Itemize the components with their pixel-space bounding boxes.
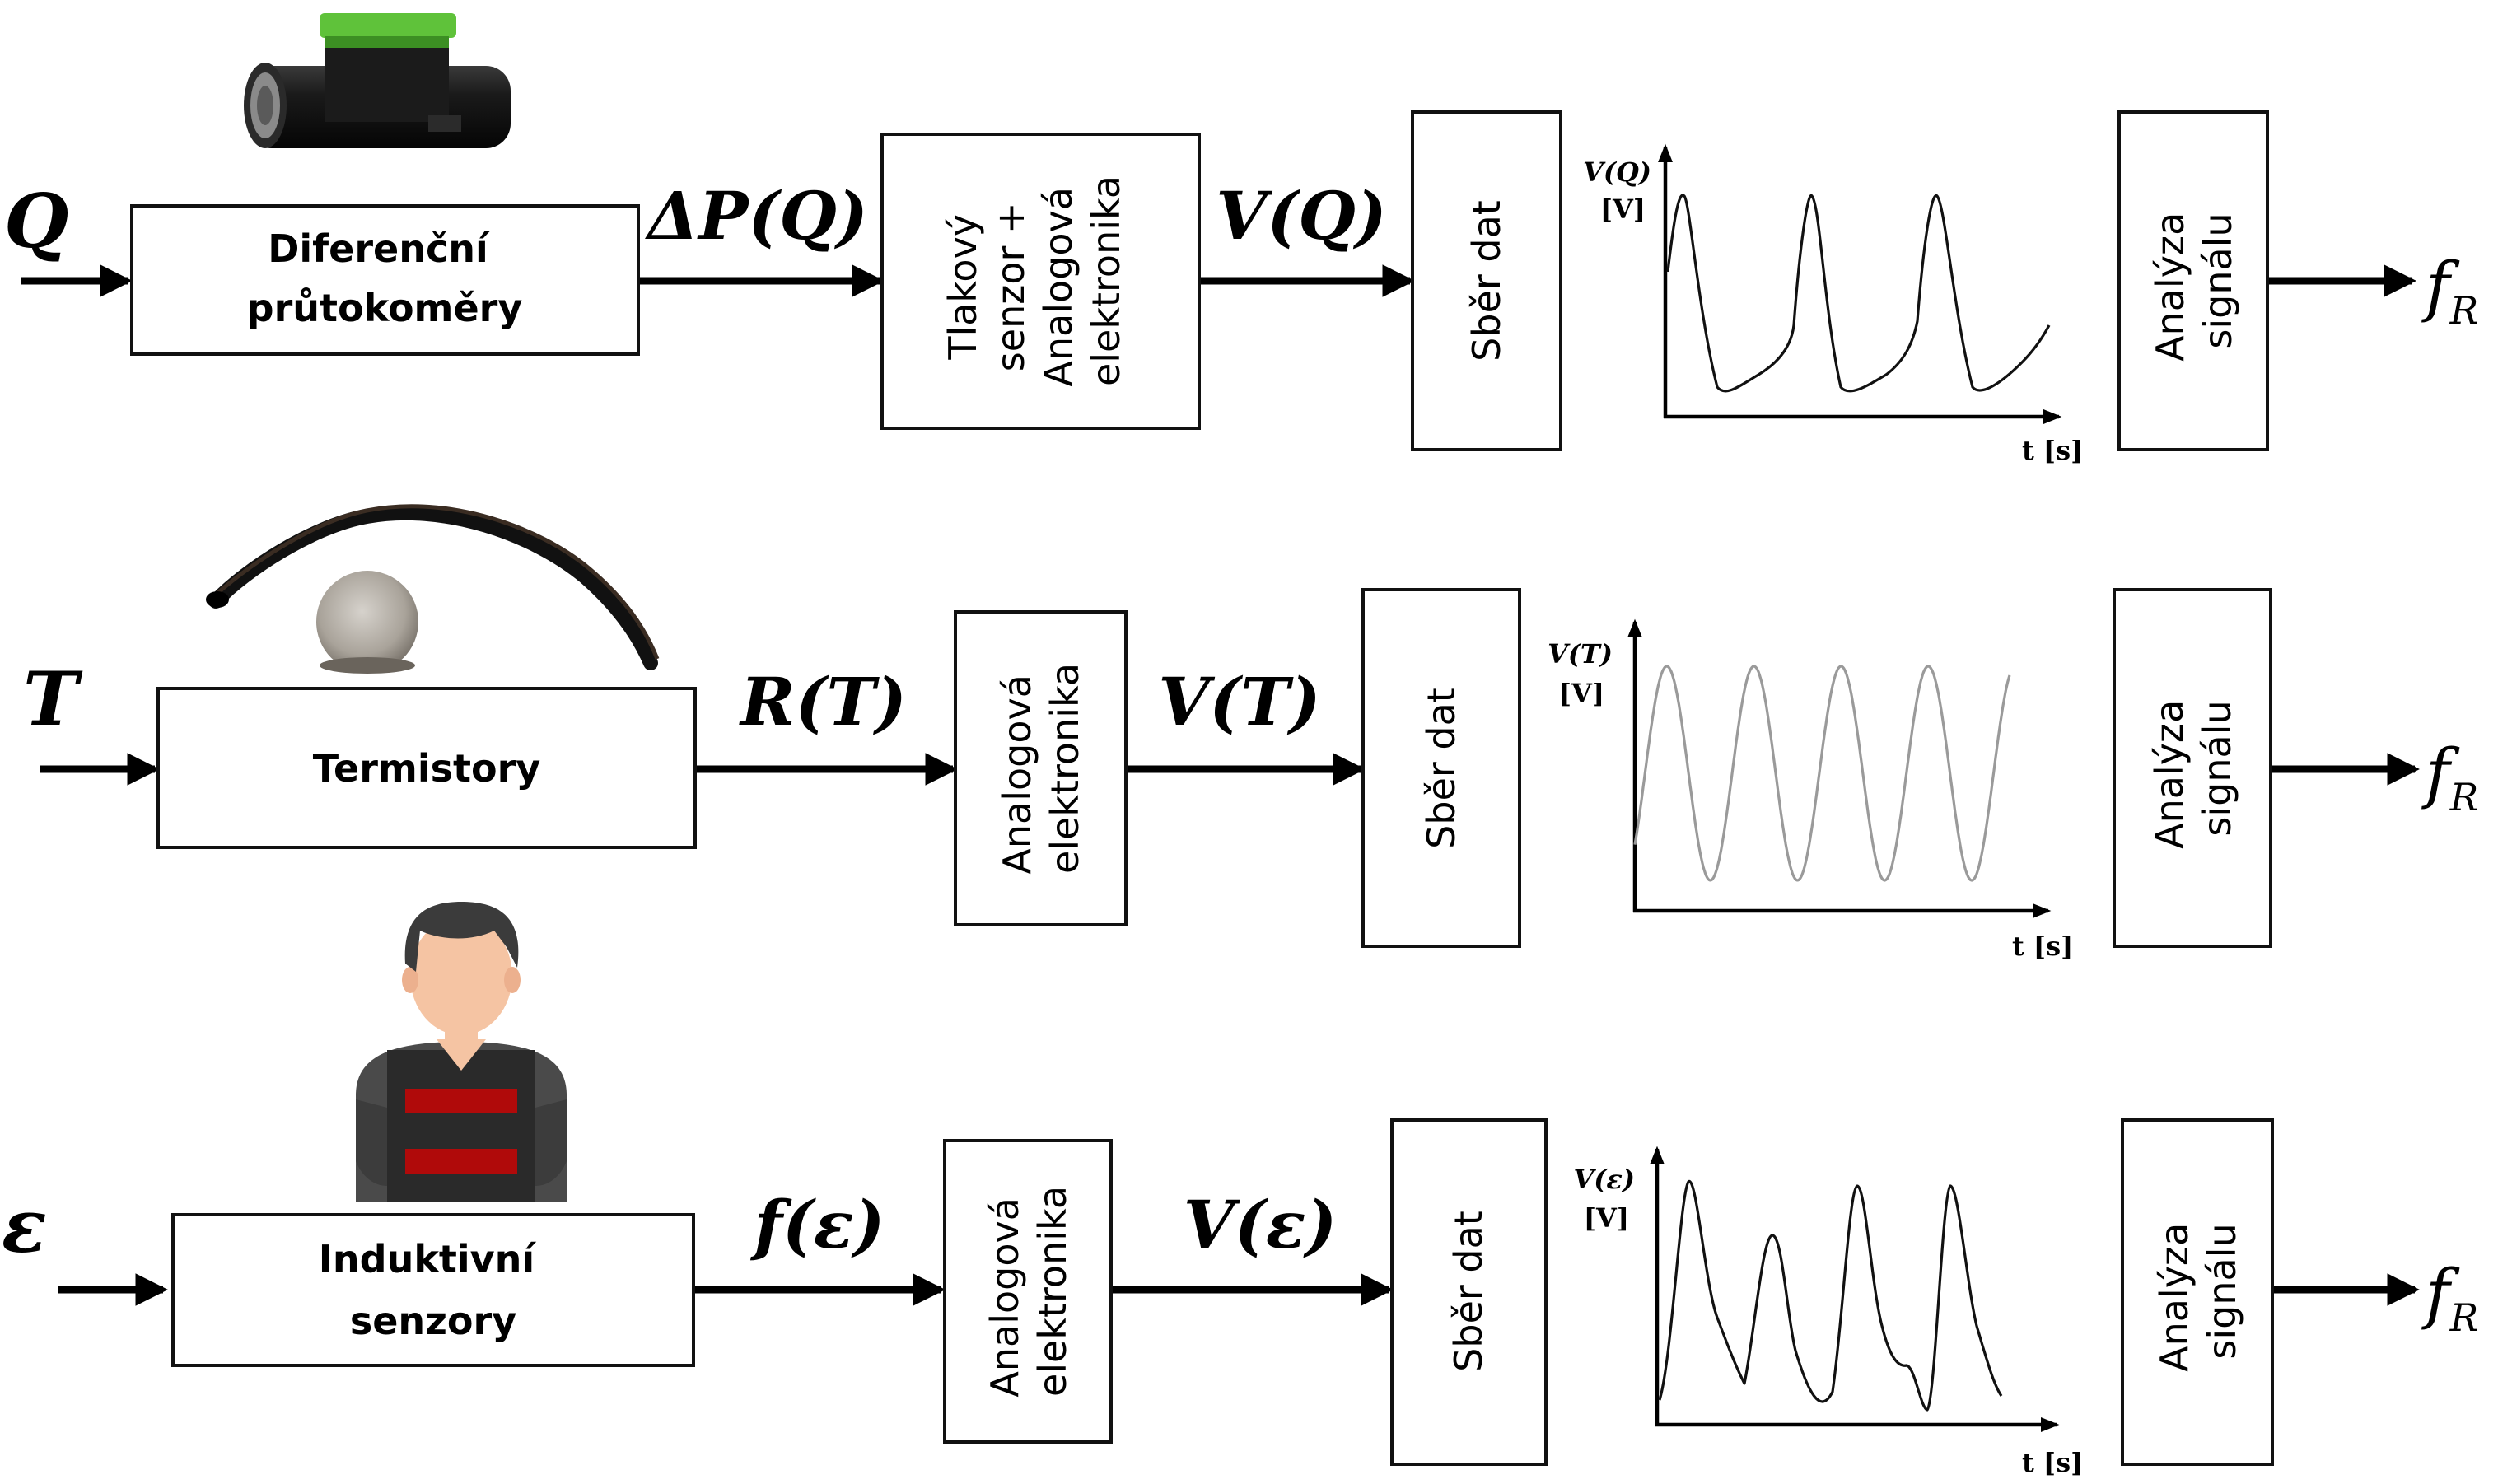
svg-text:Analogová elektronika: Analogová elektronika — [995, 662, 1087, 874]
acquisition-box — [1361, 588, 1521, 948]
output-variable: fR — [2421, 248, 2478, 333]
row-inductive: ε Induktivní senzory f(ε) Analogová elek… — [2, 902, 2478, 1478]
x-axis-label: t [s] — [2022, 1447, 2083, 1478]
electronics-label: Analogová — [1036, 187, 1081, 387]
y-axis-unit: [V] — [1584, 1202, 1629, 1234]
analysis-label: Analýza — [2147, 700, 2192, 849]
input-variable: T — [23, 656, 83, 743]
input-variable: Q — [4, 178, 68, 265]
waveform — [1666, 194, 2051, 393]
analysis-box — [2121, 1118, 2274, 1466]
output-variable: fR — [2421, 1255, 2478, 1340]
analysis-label: Analýza — [2148, 212, 2192, 362]
intermediate-quantity: R(T) — [739, 663, 907, 740]
y-axis-label: V(T) — [1548, 638, 1613, 670]
intermediate-quantity: ΔP(Q) — [644, 177, 868, 254]
analysis-box — [2117, 110, 2269, 451]
input-variable: ε — [2, 1183, 47, 1270]
y-axis-unit: [V] — [1559, 678, 1604, 709]
electronics-label: elektronika — [1043, 663, 1087, 874]
svg-text:V(Q): V(Q) — [1583, 156, 1651, 188]
svg-text:Tlakový senzor +: Tlakový senzor + Analogová elektronika — [941, 175, 1128, 386]
y-axis-unit: [V] — [1600, 194, 1646, 225]
sensor-label: Termistory — [313, 746, 541, 791]
electronics-box — [880, 133, 1201, 430]
acquisition-label: Sběr dat — [1446, 1211, 1491, 1372]
sensor-label: Diferenční — [268, 226, 490, 271]
intermediate-quantity: f(ε) — [750, 1186, 885, 1263]
voltage-quantity: V(Q) — [1216, 177, 1386, 254]
electronics-label: elektronika — [1084, 175, 1128, 386]
svg-text:[V]: [V] — [1559, 678, 1604, 709]
electronics-box — [943, 1139, 1113, 1444]
acquisition-box — [1411, 110, 1562, 451]
sensor-box — [171, 1213, 695, 1367]
waveform — [1658, 1180, 2003, 1412]
svg-text:V(ε): V(ε) — [1573, 1164, 1635, 1195]
electronics-label: Analogová — [983, 1197, 1027, 1398]
svg-text:Diferenční průtokoměry: Diferenční průtokoměry — [247, 226, 523, 330]
acquisition-box — [1390, 1118, 1548, 1466]
x-axis-label: t [s] — [2012, 931, 2073, 962]
acquisition-label: Sběr dat — [1419, 688, 1464, 849]
flowmeter-photo — [244, 13, 511, 148]
signal-graph: V(T) [V] t [s] — [1548, 618, 2073, 962]
svg-text:Analogová elektronika: Analogová elektronika — [983, 1185, 1075, 1397]
analysis-label: signálu — [2196, 212, 2240, 348]
voltage-quantity: V(ε) — [1184, 1186, 1337, 1263]
person-with-belt-sensors — [356, 902, 567, 1202]
sensor-label: Induktivní — [319, 1237, 537, 1281]
sensor-box — [130, 204, 640, 356]
electronics-box — [954, 610, 1128, 926]
analysis-label: signálu — [2200, 1223, 2244, 1359]
row-thermistor: T Termistory R(T) Analogová elektronika … — [23, 504, 2478, 962]
electronics-label: Tlakový — [941, 214, 985, 361]
svg-text:Termistory: Termistory — [313, 746, 541, 791]
electronics-label: elektronika — [1030, 1186, 1075, 1397]
svg-text:Induktivní senzory: Induktivní senzory — [319, 1237, 548, 1343]
analysis-box — [2113, 588, 2272, 948]
electronics-label: senzor + — [988, 202, 1033, 371]
row-flow: Q Diferenční průtokoměry ΔP(Q) Tlakový s… — [4, 13, 2478, 466]
y-axis-label: V(ε) — [1573, 1164, 1635, 1195]
svg-text:Analýza signálu: Analýza signálu — [2148, 200, 2240, 362]
signal-graph: V(ε) [V] t [s] — [1573, 1146, 2083, 1478]
thermistor-photo — [206, 504, 660, 674]
x-axis-label: t [s] — [2022, 435, 2083, 466]
signal-graph: V(Q) [V] t [s] — [1583, 143, 2083, 466]
svg-text:[V]: [V] — [1600, 194, 1646, 225]
output-variable: fR — [2421, 735, 2478, 819]
electronics-label: Analogová — [995, 674, 1039, 875]
analysis-label: signálu — [2195, 700, 2239, 836]
sensor-label: senzory — [350, 1299, 516, 1343]
svg-text:V(T): V(T) — [1548, 638, 1613, 670]
svg-text:Analýza signálu: Analýza signálu — [2152, 1211, 2244, 1372]
svg-text:Analýza signálu: Analýza signálu — [2147, 688, 2239, 849]
voltage-quantity: V(T) — [1158, 663, 1320, 740]
sensor-box — [156, 687, 697, 849]
acquisition-label: Sběr dat — [1464, 200, 1509, 362]
sensor-label: průtokoměry — [247, 286, 523, 330]
y-axis-label: V(Q) — [1583, 156, 1651, 188]
waveform — [1633, 665, 2011, 882]
analysis-label: Analýza — [2152, 1223, 2197, 1372]
svg-text:[V]: [V] — [1584, 1202, 1629, 1234]
